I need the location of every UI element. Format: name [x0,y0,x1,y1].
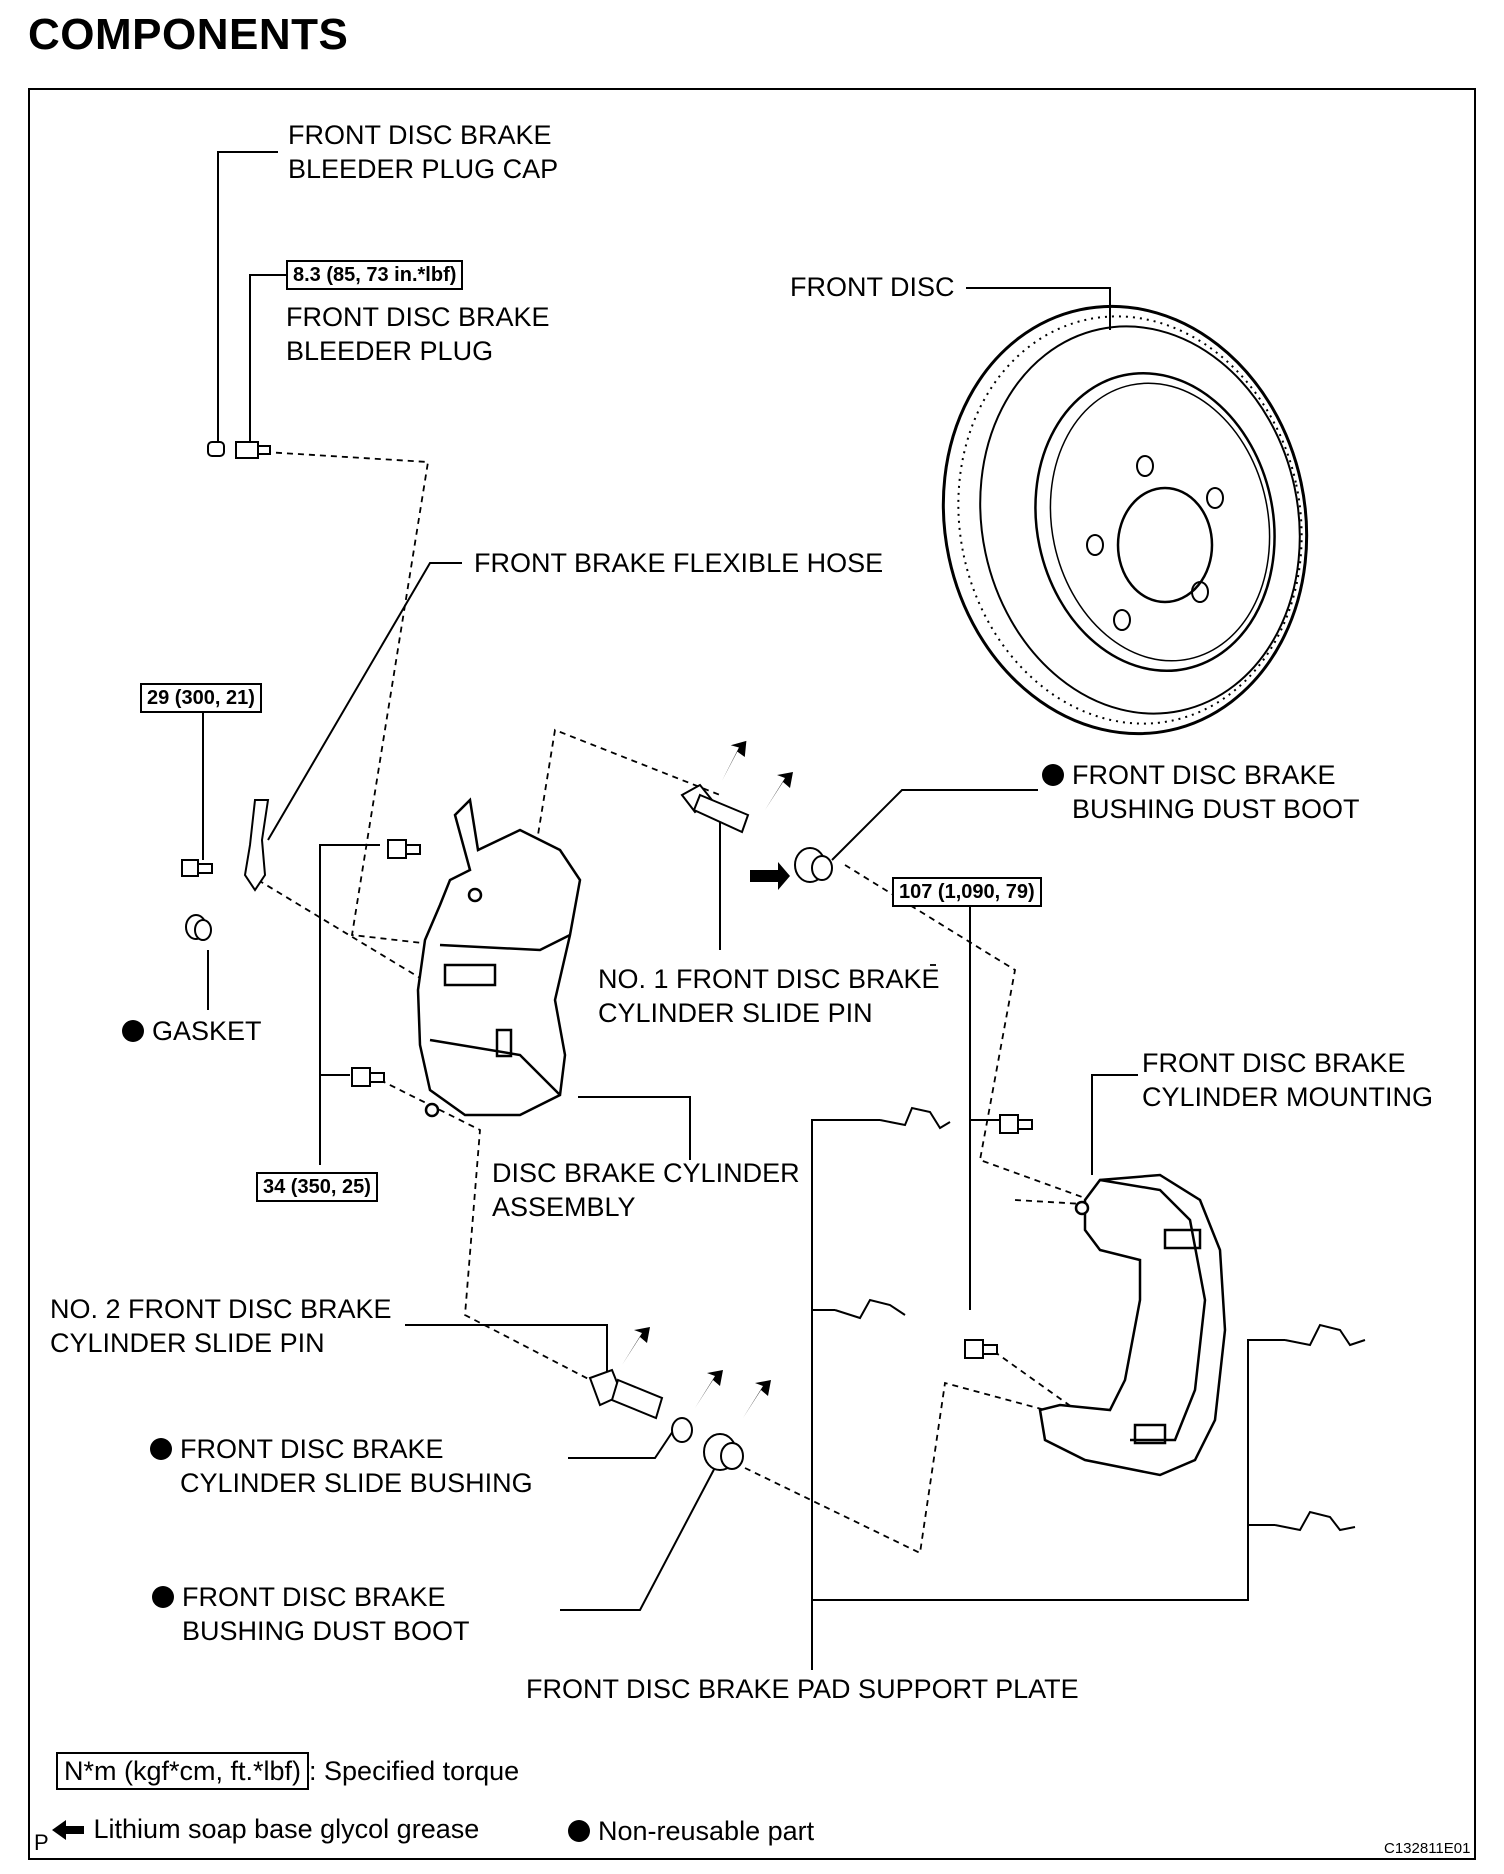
caliper-drawing [416,797,582,1118]
legend-torque-text: : Specified torque [309,1756,520,1786]
label-slide-pin-2: NO. 2 FRONT DISC BRAKE CYLINDER SLIDE PI… [50,1292,392,1360]
label-bleeder-plug: FRONT DISC BRAKE BLEEDER PLUG [286,300,550,368]
label-line: CYLINDER SLIDE PIN [50,1328,325,1358]
small-parts [181,441,1033,1471]
non-reusable-dot-icon [150,1438,172,1460]
label-line: CYLINDER SLIDE PIN [598,998,873,1028]
pad-support-plates [834,1106,1366,1532]
page-title: COMPONENTS [28,10,349,59]
label-slide-pin-1: NO. 1 FRONT DISC BRAKE CYLINDER SLIDE PI… [598,962,940,1030]
torque-cylinder-bolt: 34 (350, 25) [256,1172,378,1202]
label-cylinder-mounting: FRONT DISC BRAKE CYLINDER MOUNTING [1142,1046,1433,1114]
leader-lines [202,151,1285,1670]
torque-mounting-bolt: 107 (1,090, 79) [892,877,1042,907]
label-line: FRONT DISC BRAKE [182,1582,446,1612]
label-bleeder-plug-cap: FRONT DISC BRAKE BLEEDER PLUG CAP [288,118,558,186]
label-line: BUSHING DUST BOOT [1072,794,1360,824]
label-line: CYLINDER SLIDE BUSHING [180,1468,533,1498]
cylinder-bolt-upper [387,839,421,859]
label-line: CYLINDER MOUNTING [1142,1082,1434,1112]
grease-arrow-icon [52,1820,84,1840]
label-cylinder-assembly: DISC BRAKE CYLINDER ASSEMBLY [492,1156,800,1224]
label-line: NO. 2 FRONT DISC BRAKE [50,1294,392,1324]
label-line: FRONT DISC BRAKE [180,1434,444,1464]
label-gasket: GASKET [122,1014,262,1048]
grease-arrow-icon [622,740,793,1418]
legend-grease: Lithium soap base glycol grease [52,1812,479,1846]
slide-pin-2-shaft [610,1378,664,1420]
page-mark: P [34,1830,49,1855]
non-reusable-dot-icon [152,1586,174,1608]
mounting-bolt-lower [964,1339,998,1359]
mounting-bolt-upper [999,1114,1033,1134]
non-reusable-dot-icon [568,1820,590,1842]
label-line: FRONT DISC BRAKE [288,120,552,150]
label-line: BLEEDER PLUG [286,336,494,366]
label-dust-boot-top: FRONT DISC BRAKE BUSHING DUST BOOT [1042,758,1360,826]
label-front-disc: FRONT DISC [790,272,955,302]
diagram-frame [28,88,1476,1860]
legend-nonreusable: Non-reusable part [568,1814,814,1848]
flexible-hose-part [243,799,270,892]
label-line: ASSEMBLY [492,1192,636,1222]
bleeder-plug-part [235,441,271,459]
legend-grease-text: Lithium soap base glycol grease [93,1814,480,1844]
label-line: BLEEDER PLUG CAP [288,154,559,184]
torque-bleeder-plug: 8.3 (85, 73 in.*lbf) [286,260,464,290]
cylinder-mounting-drawing [1038,1173,1227,1477]
label-line: DISC BRAKE CYLINDER [492,1158,800,1188]
label-flexible-hose: FRONT BRAKE FLEXIBLE HOSE [474,548,884,578]
label-line: GASKET [152,1016,262,1046]
label-line: FRONT DISC BRAKE [1142,1048,1406,1078]
label-line: BUSHING DUST BOOT [182,1616,470,1646]
label-line: FRONT DISC BRAKE [1072,760,1336,790]
label-line: FRONT DISC BRAKE [286,302,550,332]
hose-bolt-part [181,859,213,877]
cylinder-bolt-lower [351,1067,385,1087]
label-dust-boot-bottom: FRONT DISC BRAKE BUSHING DUST BOOT [152,1580,470,1648]
label-pad-support-plate: FRONT DISC BRAKE PAD SUPPORT PLATE [526,1674,1079,1704]
legend-torque: N*m (kgf*cm, ft.*lbf): Specified torque [56,1752,519,1790]
slide-bushing-part [671,1417,693,1443]
torque-hose-bolt: 29 (300, 21) [140,683,262,713]
label-line: NO. 1 FRONT DISC BRAKE [598,964,940,994]
bleeder-cap-part [207,441,225,457]
non-reusable-dot-icon [1042,764,1064,786]
slide-pin-1-shaft [692,793,750,834]
figure-code: C132811E01 [1384,1840,1471,1857]
legend-torque-box: N*m (kgf*cm, ft.*lbf) [56,1752,310,1790]
label-slide-bushing: FRONT DISC BRAKE CYLINDER SLIDE BUSHING [150,1432,533,1500]
legend-nonreusable-text: Non-reusable part [598,1816,815,1846]
front-disc-drawing [941,304,1309,736]
non-reusable-dot-icon [122,1020,144,1042]
